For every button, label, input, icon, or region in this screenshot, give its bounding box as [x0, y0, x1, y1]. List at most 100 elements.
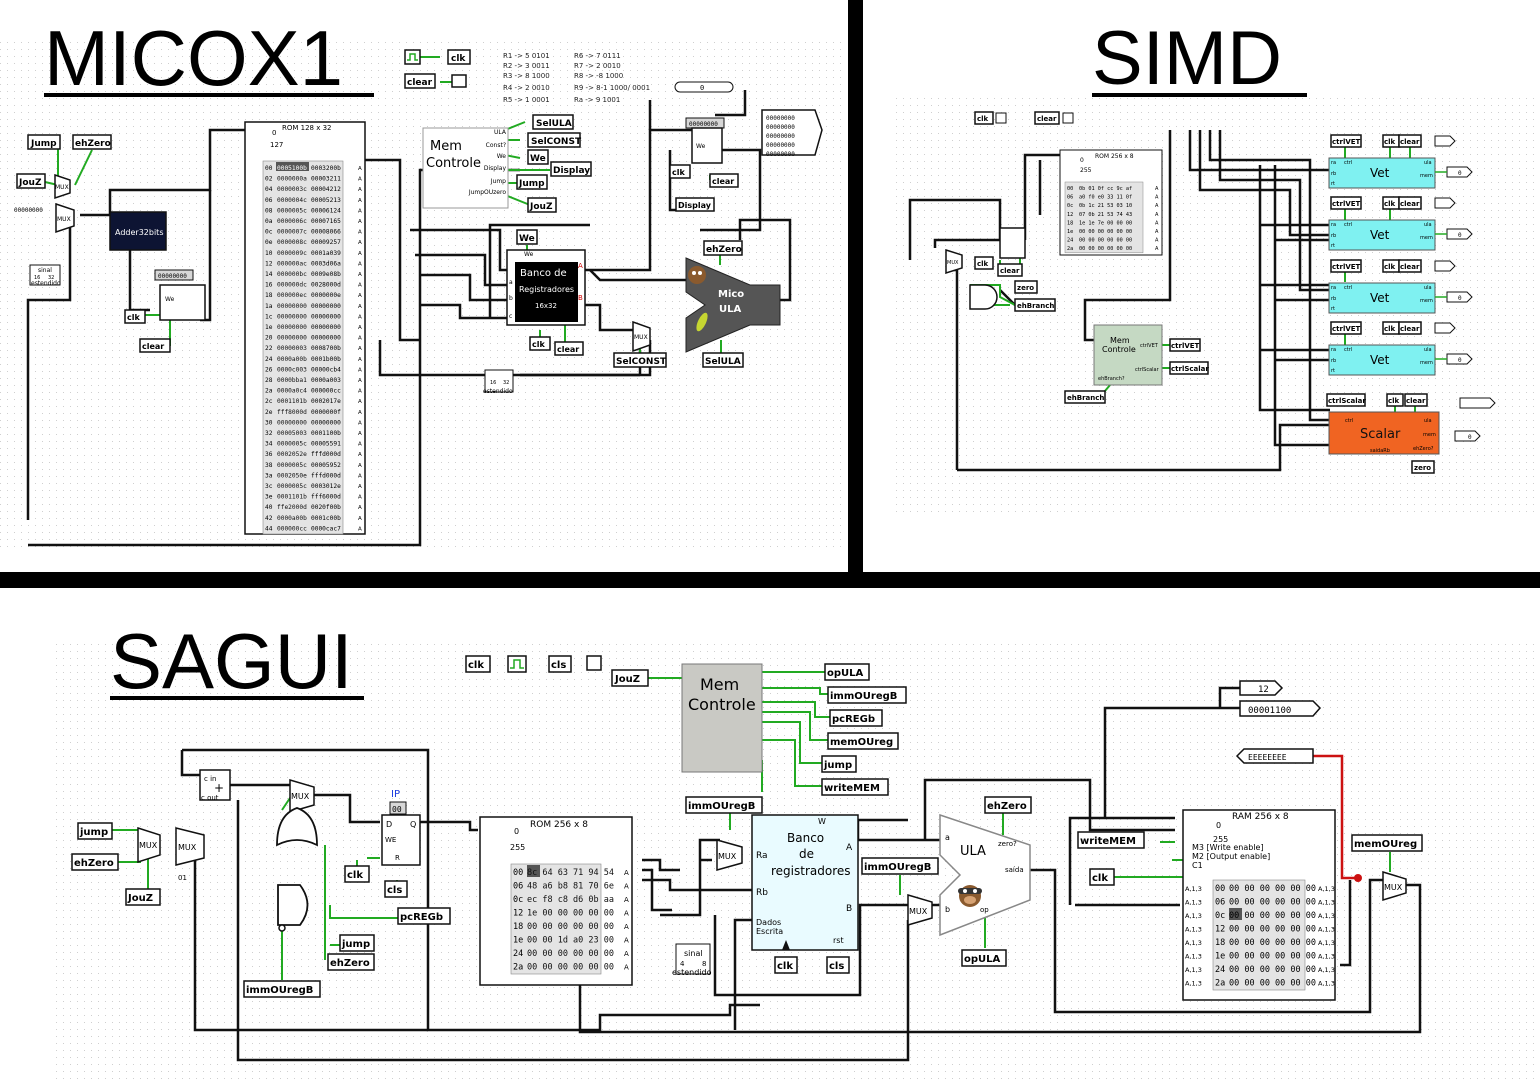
sagui-rom-cell-3: 1e 00 00 00 00 00 — [527, 909, 614, 919]
sagui-tunnel-jump-l[interactable]: jump — [77, 822, 113, 840]
micox1-tunnel-we-banco[interactable]: We — [516, 229, 538, 245]
simd-tunnel-clk-vet-label-3: clk — [1384, 325, 1396, 333]
micox1-tunnel-selula[interactable]: SelULA — [532, 114, 574, 130]
simd-tunnel-clk[interactable]: clk — [974, 111, 1007, 125]
micox1-tunnel-ehzero[interactable]: ehZero — [72, 134, 112, 150]
micox1-tunnel-jump[interactable]: Jump — [27, 134, 61, 150]
simd-tunnel-clear-vet-3[interactable]: clear — [1398, 321, 1422, 335]
simd-tunnel-ctrlscalar[interactable]: ctrlScalar — [1326, 393, 1366, 407]
micox1-tunnel-selconst[interactable]: SelCONST — [527, 132, 582, 148]
sagui-tunnel-writemem-label: writeMEM — [1080, 836, 1136, 847]
simd-tunnel-ehbranch-mc[interactable]: ehBranch — [1064, 390, 1106, 404]
micox1-rom-pin-27: A — [358, 452, 362, 458]
sagui-tunnel-clk-banco[interactable]: clk — [774, 956, 798, 974]
simd-tunnel-ctrlvet-1[interactable]: ctrlVET — [1330, 196, 1362, 210]
micox1-rom-addr-18: 24 — [265, 356, 273, 363]
micox1-tunnel-clear-out[interactable]: clear — [709, 173, 739, 188]
micox1-tunnel-jouz[interactable]: JouZ — [16, 173, 46, 189]
sagui-tunnel-memoureg[interactable]: memOUreg — [827, 732, 899, 750]
simd-tunnel-ctrlvet-0[interactable]: ctrlVET — [1330, 134, 1362, 148]
sagui-tunnel-immouregb-top[interactable]: immOUregB — [685, 796, 763, 814]
sagui-tunnel-clk-ram[interactable]: clk — [1089, 868, 1115, 886]
micox1-rom-pin-14: A — [358, 314, 362, 320]
simd-tunnel-clk-vet-1[interactable]: clk — [1382, 196, 1400, 210]
sagui-tunnel-memoureg-label: memOUreg — [1354, 839, 1417, 850]
micox1-tunnel-selconst-ula[interactable]: SelCONST — [613, 352, 667, 368]
micox1-rom-pin-6: A — [358, 230, 362, 236]
sagui-tunnel-ehzero-ula[interactable]: ehZero — [984, 796, 1032, 814]
micox1-rom-pin-22: A — [358, 399, 362, 405]
simd-vet-mem-1: mem — [1420, 235, 1433, 241]
sagui-rom-title: ROM 256 x 8 — [530, 820, 588, 830]
micox1-banco-line1: Banco de — [520, 268, 567, 279]
micox1-tunnel-jouz-mc[interactable]: JouZ — [527, 197, 557, 213]
sagui-tunnel-cls-ip[interactable]: cls — [384, 880, 408, 898]
sagui-estendido: estendido — [672, 968, 712, 977]
simd-tunnel-clk-vet-3[interactable]: clk — [1382, 321, 1400, 335]
simd-tunnel-ctrlvet-2[interactable]: ctrlVET — [1330, 259, 1362, 273]
micox1-tunnel-clear-top[interactable]: clear — [404, 73, 467, 89]
sagui-tunnel-jouz[interactable]: JouZ — [611, 669, 649, 687]
micox1-tunnel-display-out[interactable]: Display — [675, 197, 715, 212]
simd-tunnel-clear-vet-0[interactable]: clear — [1398, 134, 1422, 148]
simd-tunnel-zero-scalar[interactable]: zero — [1411, 460, 1435, 474]
sagui-tunnel-cls[interactable]: cls — [548, 655, 602, 673]
micox1-rom-cell-1-1: 00003211 — [311, 176, 341, 183]
micox1-tunnel-jump-mc[interactable]: Jump — [516, 174, 548, 190]
sagui-tunnel-immouregb-mid[interactable]: immOUregB — [861, 857, 939, 875]
micox1-tunnel-clear-pc[interactable]: clear — [139, 338, 171, 353]
micox1-tunnel-clk-out-label: clk — [672, 168, 685, 177]
simd-tunnel-clear-scalar[interactable]: clear — [1404, 393, 1428, 407]
sagui-adder: c in + c out — [199, 769, 231, 802]
sagui-tunnel-pcregb[interactable]: pcREGb — [829, 709, 883, 727]
micox1-tunnel-selula-ula-label: SelULA — [705, 357, 741, 367]
simd-tunnel-ctrlvet-mc[interactable]: ctrlVET — [1169, 338, 1201, 352]
sagui-tunnel-memoureg[interactable]: memOUreg — [1351, 834, 1423, 852]
micox1-tunnel-display[interactable]: Display — [550, 161, 592, 177]
micox1-tunnel-clk-pc[interactable]: clk — [124, 309, 146, 324]
micox1-tunnel-ehzero-ula[interactable]: ehZero — [703, 240, 743, 256]
micox1-tunnel-clk-banco[interactable]: clk — [529, 336, 551, 351]
sagui-tunnel-writemem[interactable]: writeMEM — [821, 778, 889, 796]
simd-tunnel-clk-pc[interactable]: clk — [974, 256, 994, 270]
simd-tunnel-ehbranch[interactable]: ehBranch — [1014, 298, 1056, 312]
sagui-tunnel-clk-ip[interactable]: clk — [344, 865, 370, 883]
simd-tunnel-clear[interactable]: clear — [1034, 111, 1074, 125]
simd-tunnel-clk-scalar[interactable]: clk — [1386, 393, 1404, 407]
micox1-tunnel-clear-banco[interactable]: clear — [554, 341, 584, 356]
sagui-tunnel-ehzero-l[interactable]: ehZero — [71, 853, 119, 871]
sagui-tunnel-cls-banco[interactable]: cls — [826, 956, 850, 974]
sagui-tunnel-jump-and[interactable]: jump — [339, 934, 375, 952]
micox1-tunnel-we[interactable]: We — [527, 149, 549, 165]
sagui-tunnel-cls-banco-label: cls — [829, 961, 844, 972]
simd-tunnel-ctrlvet-3[interactable]: ctrlVET — [1330, 321, 1362, 335]
simd-tunnel-clear-pc[interactable]: clear — [997, 263, 1023, 277]
sagui-tunnel-opula[interactable]: opULA — [824, 663, 870, 681]
sagui-tunnel-immouregb[interactable]: immOUregB — [827, 686, 907, 704]
sagui-adder-cout: c out — [201, 794, 219, 802]
sagui-tunnel-opula[interactable]: opULA — [961, 949, 1007, 967]
micox1-tunnel-clk[interactable]: clk — [447, 49, 471, 65]
simd-tunnel-ctrlscalar-mc[interactable]: ctrlScalar — [1169, 361, 1209, 375]
sagui-rom-addr-6: 24 — [513, 949, 523, 959]
sagui-tunnel-pcregb[interactable]: pcREGb — [397, 907, 451, 925]
micox1-mico-ula: Mico ULA — [685, 257, 781, 353]
sagui-tunnel-ehzero-and[interactable]: ehZero — [327, 953, 375, 971]
sagui-tunnel-clk[interactable]: clk — [465, 655, 491, 673]
micox1-rom-addr-8: 10 — [265, 250, 273, 257]
simd-tunnel-ctrlvet-label-2: ctrlVET — [1332, 263, 1361, 271]
simd-tunnel-clk-vet-2[interactable]: clk — [1382, 259, 1400, 273]
sagui-tunnel-jump[interactable]: jump — [821, 755, 857, 773]
sagui-tunnel-immouregb-l[interactable]: immOUregB — [243, 980, 321, 998]
sagui-tunnel-jouz-l[interactable]: JouZ — [125, 888, 161, 906]
sagui-tunnel-writemem[interactable]: writeMEM — [1077, 831, 1145, 849]
micox1-tunnel-selula-ula[interactable]: SelULA — [702, 352, 744, 368]
simd-tunnel-clk-vet-0[interactable]: clk — [1382, 134, 1400, 148]
sagui-ram-pin-left-1: A,1,3 — [1185, 899, 1202, 907]
micox1-tunnel-clk-out[interactable]: clk — [669, 164, 691, 179]
simd-tunnel-clear-vet-2[interactable]: clear — [1398, 259, 1422, 273]
simd-tunnel-zero[interactable]: zero — [1014, 280, 1038, 294]
simd-tunnel-clear-vet-1[interactable]: clear — [1398, 196, 1422, 210]
sagui-banco-line2: de — [799, 847, 814, 861]
sagui-tunnel-immouregb-label: immOUregB — [830, 691, 897, 702]
